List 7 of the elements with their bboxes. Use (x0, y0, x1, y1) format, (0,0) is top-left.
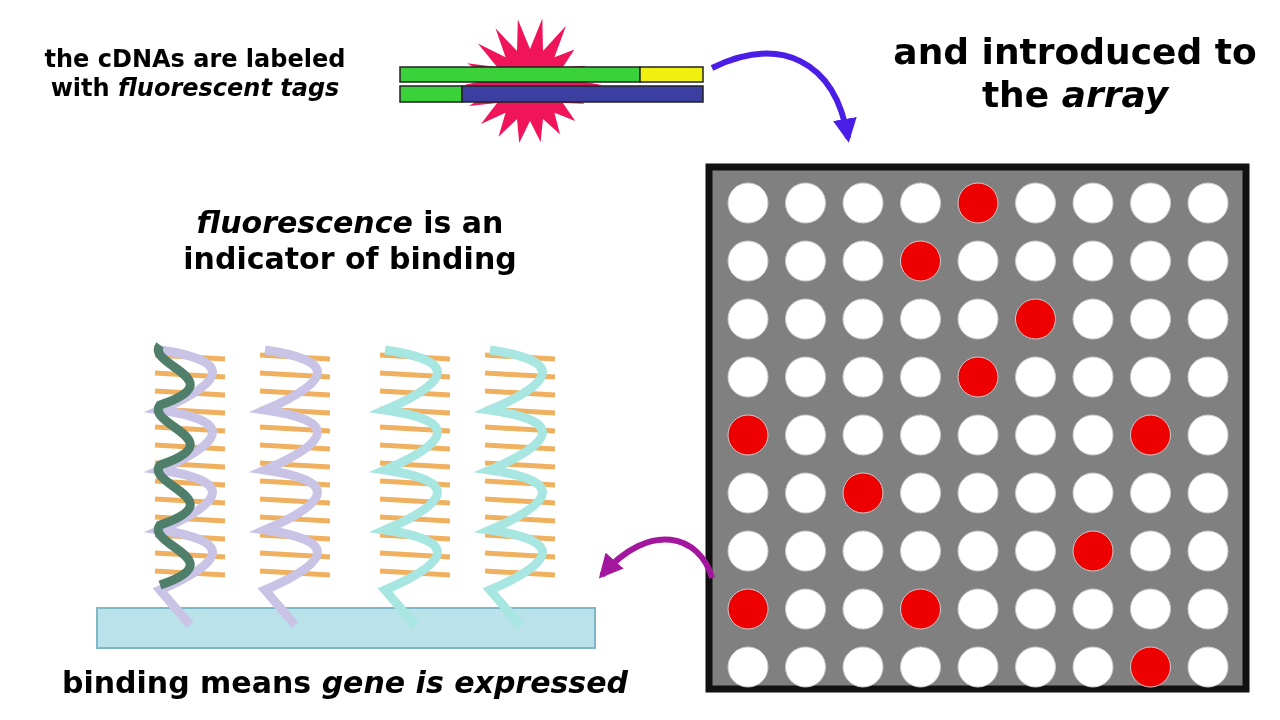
caption-text: and introduced to the array (892, 30, 1258, 117)
caption-text: binding means gene is expressed (60, 665, 630, 701)
caption-text: the cDNAs are labeled with fluorescent tags (43, 45, 347, 103)
curved-arrow (598, 536, 715, 580)
curved-arrow (710, 51, 856, 143)
microarray-drawing (705, 163, 1250, 693)
caption-text: fluorescence is an indicator of binding (182, 205, 518, 277)
